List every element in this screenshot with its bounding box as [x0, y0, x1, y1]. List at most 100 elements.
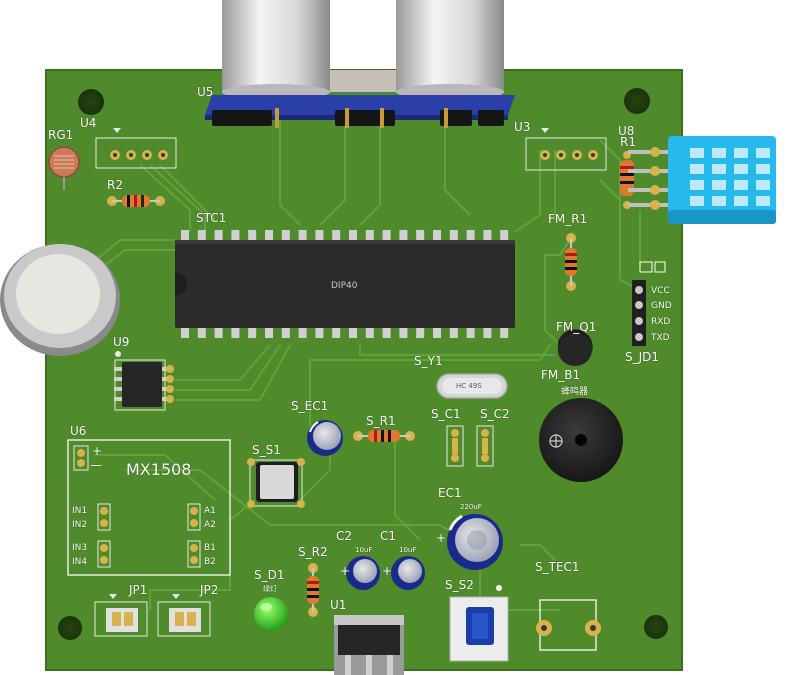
label-u3: U3: [514, 120, 531, 134]
dip-pin: [399, 326, 408, 338]
label-txd: TXD: [651, 333, 670, 343]
fm-r1-resistor: [565, 233, 577, 291]
label-fm-q1: FM_Q1: [556, 320, 597, 334]
label-a1: A1: [204, 506, 216, 516]
label-in4: IN4: [72, 557, 88, 567]
label-mx1508: MX1508: [126, 460, 192, 479]
dip-pin: [265, 230, 273, 242]
label-stc1: STC1: [196, 211, 227, 225]
label-fm-r1: FM_R1: [548, 212, 588, 226]
dip-pin: [416, 230, 425, 242]
dip-pin: [365, 326, 374, 338]
s-r2-resistor: [307, 563, 319, 617]
dip-pin: [433, 230, 441, 242]
s-ec1-capacitor: [307, 420, 343, 456]
r2-resistor: [107, 195, 165, 207]
mounting-holes: [58, 88, 668, 640]
u8-dht11-sensor: [628, 136, 776, 224]
dip-pin: [500, 230, 509, 242]
label-c1-plus: +: [382, 564, 393, 578]
label-vcc: VCC: [651, 286, 670, 296]
label-c2: C2: [336, 529, 353, 543]
c2-capacitor: [346, 556, 380, 590]
label-in1: IN1: [72, 506, 88, 516]
s-c2-capacitor: [476, 425, 494, 467]
dip-pin: [433, 326, 441, 338]
c1-capacitor: [391, 556, 425, 590]
rg1-photoresistor: [48, 146, 80, 190]
dip-pin: [449, 230, 458, 242]
label-ec1-value: 220uF: [460, 503, 482, 511]
jp2-jumper: [157, 594, 211, 637]
dip-pin: [382, 326, 391, 338]
label-rg1: RG1: [48, 128, 74, 142]
label-c2-plus: +: [340, 564, 351, 578]
dip-pin: [281, 230, 290, 242]
u9-soic-chip: [114, 351, 174, 411]
dip-pin: [332, 326, 341, 338]
dip-pin: [265, 326, 273, 338]
s-tec1-connector: [536, 599, 601, 651]
dip-pin: [332, 230, 341, 242]
dip-pin: [298, 230, 307, 242]
dip-pin: [248, 326, 257, 338]
u3-header: [525, 128, 607, 171]
dip-pin: [231, 230, 240, 242]
label-c1-value: 10uF: [399, 546, 417, 554]
ec1-capacitor: [447, 514, 503, 570]
label-s-tec1: S_TEC1: [535, 560, 580, 574]
dip-pin: [181, 230, 189, 242]
label-b1: B1: [204, 543, 216, 553]
label-r1: R1: [620, 135, 636, 149]
dip-pin: [349, 230, 357, 242]
u5-ultrasonic-module: [205, 0, 515, 128]
u4-header: [95, 128, 177, 169]
dip-pin: [349, 326, 357, 338]
dip-pin: [500, 326, 509, 338]
fm-q1-transistor: [558, 329, 593, 366]
s-d1-led: [254, 597, 288, 631]
label-s-s2: S_S2: [445, 578, 474, 592]
dip-pin: [416, 326, 425, 338]
dip-pin: [365, 230, 374, 242]
copper-traces: [59, 120, 641, 611]
dip-pin: [214, 326, 223, 338]
label-buzzer: 蜂鸣器: [561, 387, 589, 397]
label-led-text: 绿灯: [263, 585, 277, 593]
dip-pin: [382, 230, 391, 242]
dip-pin: [231, 326, 240, 338]
dip-pin: [197, 230, 206, 242]
label-fm-b1: FM_B1: [541, 368, 581, 382]
dip-pin: [483, 230, 492, 242]
dip-pin: [315, 230, 324, 242]
dip-pin: [214, 230, 223, 242]
stc1-dip40-chip: [175, 230, 515, 338]
dip-pin: [315, 326, 324, 338]
label-a2: A2: [204, 520, 216, 530]
s-jd1-header: [632, 261, 666, 346]
label-u9: U9: [113, 335, 130, 349]
label-u8: U8: [618, 124, 635, 138]
label-jp1: JP1: [129, 583, 148, 597]
label-rxd: RXD: [651, 317, 671, 327]
dip-pin: [197, 326, 206, 338]
dip-pin: [466, 326, 475, 338]
label-c2-value: 10uF: [355, 546, 373, 554]
label-dip40: DIP40: [331, 281, 358, 291]
label-in2: IN2: [72, 520, 88, 530]
dip-pin: [483, 326, 492, 338]
label-u5: U5: [197, 85, 214, 99]
label-s-c2: S_C2: [480, 407, 510, 421]
label-crystal: HC 49S: [456, 382, 482, 390]
dip-pin: [449, 326, 458, 338]
label-s-y1: S_Y1: [414, 354, 443, 368]
label-s-c1: S_C1: [431, 407, 461, 421]
s-c1-capacitor: [446, 425, 464, 467]
s-y1-crystal: [436, 373, 508, 399]
jp1-jumper: [94, 594, 148, 637]
label-c1: C1: [380, 529, 397, 543]
dip-pin: [298, 326, 307, 338]
label-ec1-plus: +: [436, 531, 447, 545]
s-s2-switch: [449, 596, 509, 662]
dip-pin: [281, 326, 290, 338]
